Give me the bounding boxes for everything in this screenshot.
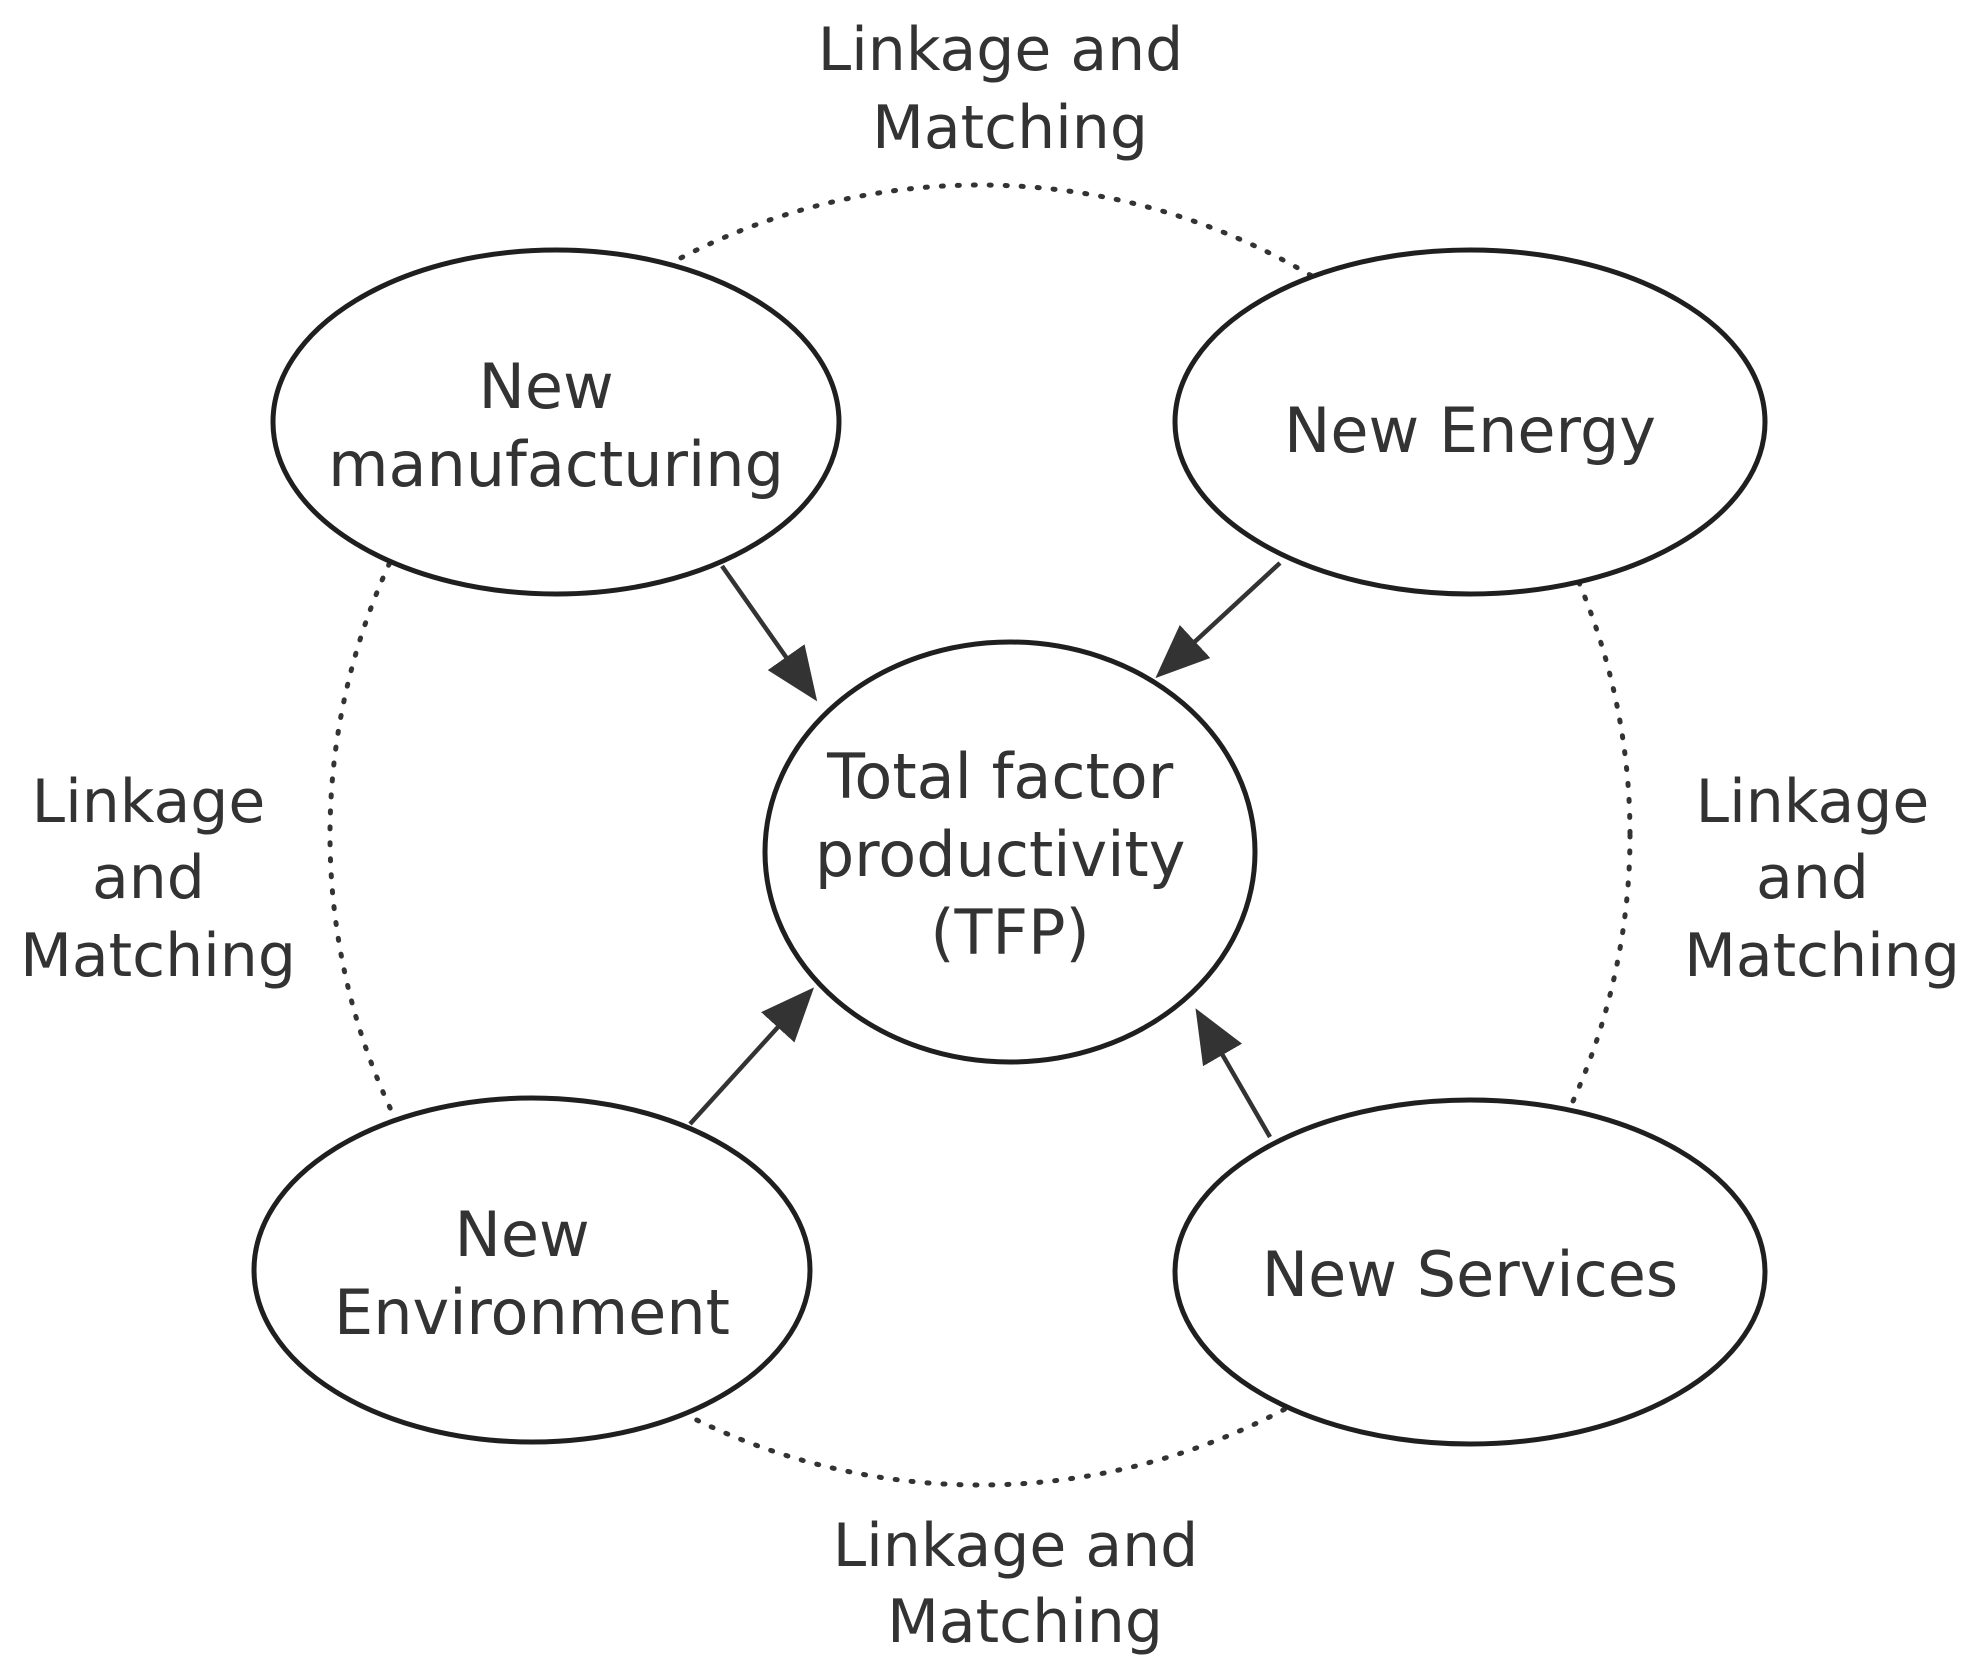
node-new-manufacturing — [270, 247, 842, 597]
linkage-label-bottom: Linkage and Matching — [833, 1511, 1218, 1657]
node-new-energy-label: New Energy — [1284, 394, 1656, 467]
linkage-circle — [327, 182, 1633, 1488]
node-tfp-label: Total factor productivity (TFP) — [815, 740, 1205, 969]
node-new-environment-label: New Environment — [334, 1198, 730, 1349]
node-new-environment — [251, 1095, 813, 1445]
arrow-services-to-tfp — [1195, 1008, 1272, 1139]
node-new-services — [1172, 1097, 1768, 1447]
arrow-environment-to-tfp — [688, 987, 815, 1126]
linkage-label-right: Linkage and Matching — [1684, 767, 1960, 991]
arrow-manufacturing-to-tfp — [720, 564, 818, 702]
node-new-energy — [1172, 247, 1768, 597]
node-tfp — [762, 639, 1258, 1065]
node-new-services-label: New Services — [1262, 1238, 1678, 1311]
arrow-energy-to-tfp — [1155, 561, 1282, 679]
linkage-label-left: Linkage and Matching — [20, 767, 296, 991]
node-new-manufacturing-label: New manufacturing — [328, 350, 784, 501]
linkage-label-top: Linkage and Matching — [818, 15, 1203, 163]
